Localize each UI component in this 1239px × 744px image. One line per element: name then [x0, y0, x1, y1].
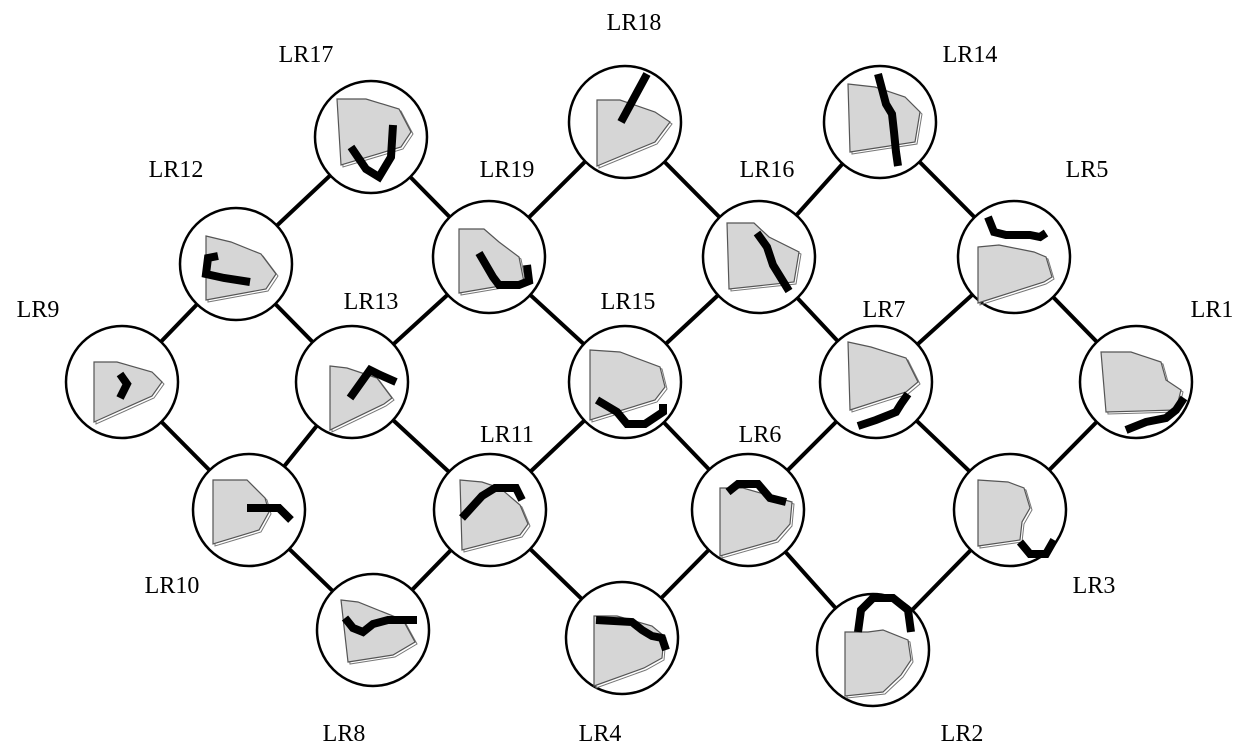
node-LR13: [294, 324, 410, 440]
glyph-stroke-LR18: [617, 72, 651, 124]
glyph-stroke-LR14: [874, 72, 902, 167]
glyph-shape-LR12: [205, 235, 277, 301]
label-LR13: LR13: [344, 289, 399, 315]
labels: LR1 LR2 LR3 LR4 LR5 LR6 LR7 LR8 LR9 LR10…: [17, 10, 1234, 744]
node-LR12: [178, 206, 294, 322]
label-LR19: LR19: [480, 157, 535, 183]
glyph-stroke-LR6: [725, 480, 787, 506]
glyph-stroke-LR19: [475, 250, 534, 289]
glyph-stroke-LR2: [854, 594, 915, 633]
glyph-shape-LR6: [719, 487, 793, 557]
glyph-shape-LR7: [847, 341, 919, 411]
glyph-stroke-LR7: [856, 391, 912, 430]
glyph-stroke-LR17: [347, 124, 397, 183]
label-LR16: LR16: [740, 157, 795, 183]
label-LR10: LR10: [145, 573, 200, 599]
node-LR5: [956, 199, 1072, 315]
glyph-shape-LR9: [93, 361, 163, 423]
node-LR3: [952, 452, 1068, 568]
label-LR11: LR11: [480, 422, 534, 448]
glyph-stroke-LR16: [753, 230, 793, 294]
glyph-shape-LR5: [977, 244, 1053, 304]
node-LR19: [431, 199, 547, 315]
glyph-shape-LR13: [329, 365, 393, 431]
node-LR7: [818, 324, 934, 440]
glyph-stroke-LR1: [1124, 395, 1188, 434]
label-LR8: LR8: [323, 721, 366, 744]
node-LR6: [690, 452, 806, 568]
glyph-stroke-LR5: [984, 215, 1049, 242]
node-LR16: [701, 199, 817, 315]
label-LR14: LR14: [943, 42, 998, 68]
label-LR18: LR18: [607, 10, 662, 36]
node-LR1: [1078, 324, 1194, 440]
node-LR18: [567, 64, 683, 180]
label-LR2: LR2: [941, 721, 984, 744]
label-LR1: LR1: [1191, 297, 1234, 323]
nodes: [64, 64, 1194, 708]
glyph-stroke-LR8: [341, 615, 417, 637]
glyph-stroke-LR13: [346, 364, 398, 401]
node-LR17: [313, 79, 429, 195]
label-LR4: LR4: [579, 721, 622, 744]
label-LR15: LR15: [601, 289, 656, 315]
label-LR5: LR5: [1066, 157, 1109, 183]
glyph-stroke-LR11: [459, 484, 526, 521]
glyph-stroke-LR10: [247, 504, 294, 523]
glyph-shape-LR3: [977, 479, 1031, 547]
node-LR4: [564, 580, 680, 696]
glyph-shape-LR14: [847, 83, 921, 153]
glyph-shape-LR1: [1100, 351, 1182, 413]
label-LR6: LR6: [739, 422, 782, 448]
node-LR11: [432, 452, 548, 568]
label-LR17: LR17: [279, 42, 334, 68]
node-LR9: [64, 324, 180, 440]
glyph-stroke-LR15: [594, 396, 667, 428]
label-LR9: LR9: [17, 297, 60, 323]
glyph-stroke-LR3: [1016, 538, 1058, 558]
node-LR8: [315, 572, 431, 688]
glyph-shape-LR18: [596, 99, 671, 167]
label-LR3: LR3: [1073, 573, 1116, 599]
node-LR10: [191, 452, 307, 568]
glyph-shape-LR8: [340, 599, 416, 663]
glyph-stroke-LR4: [595, 616, 670, 652]
glyph-stroke-LR9: [116, 371, 132, 400]
node-LR14: [822, 64, 938, 180]
glyph-shape-LR2: [844, 629, 912, 697]
glyph-stroke-LR12: [201, 252, 251, 286]
node-LR2: [815, 592, 931, 708]
glyph-shape-LR19: [458, 228, 525, 294]
label-LR7: LR7: [863, 297, 906, 323]
label-LR12: LR12: [149, 157, 204, 183]
node-LR15: [567, 324, 683, 440]
